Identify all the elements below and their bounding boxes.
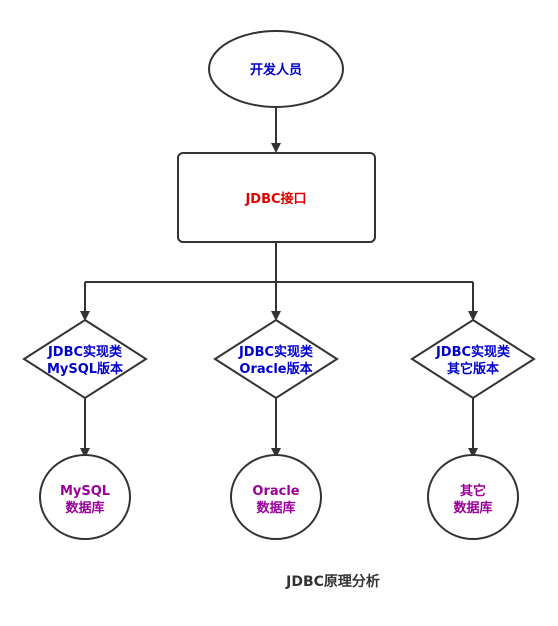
db-other-line2: 数据库: [453, 500, 492, 516]
impl-mysql-line1: JDBC实现类: [47, 344, 123, 360]
impl-other-diamond: [410, 318, 536, 400]
db-other-line1: 其它: [460, 483, 486, 499]
connectors: [80, 106, 478, 458]
db-mysql-circle: [39, 454, 131, 540]
impl-other-node: JDBC实现类 其它版本: [410, 318, 536, 400]
db-other-circle: [427, 454, 519, 540]
impl-oracle-diamond: [213, 318, 339, 400]
diagram-caption: JDBC原理分析: [285, 573, 380, 590]
developer-label: 开发人员: [250, 62, 302, 78]
impl-other-line1: JDBC实现类: [435, 344, 511, 360]
impl-oracle-line2: Oracle版本: [239, 361, 312, 377]
impl-mysql-diamond: [22, 318, 148, 400]
db-oracle-line2: 数据库: [256, 500, 295, 516]
interface-node: JDBC接口: [177, 152, 376, 243]
db-oracle-node: Oracle 数据库: [230, 454, 322, 540]
db-mysql-line1: MySQL: [60, 484, 110, 499]
developer-ellipse: [208, 30, 344, 108]
developer-node: 开发人员: [208, 30, 344, 108]
db-mysql-node: MySQL 数据库: [39, 454, 131, 540]
impl-mysql-line2: MySQL版本: [47, 361, 123, 377]
impl-other-line2: 其它版本: [447, 361, 499, 377]
impl-oracle-node: JDBC实现类 Oracle版本: [213, 318, 339, 400]
impl-mysql-node: JDBC实现类 MySQL版本: [22, 318, 148, 400]
db-oracle-line1: Oracle: [252, 484, 299, 499]
db-other-node: 其它 数据库: [427, 454, 519, 540]
interface-label: JDBC接口: [244, 191, 306, 207]
impl-oracle-line1: JDBC实现类: [238, 344, 314, 360]
db-oracle-circle: [230, 454, 322, 540]
interface-box: [177, 152, 376, 243]
db-mysql-line2: 数据库: [65, 500, 104, 516]
